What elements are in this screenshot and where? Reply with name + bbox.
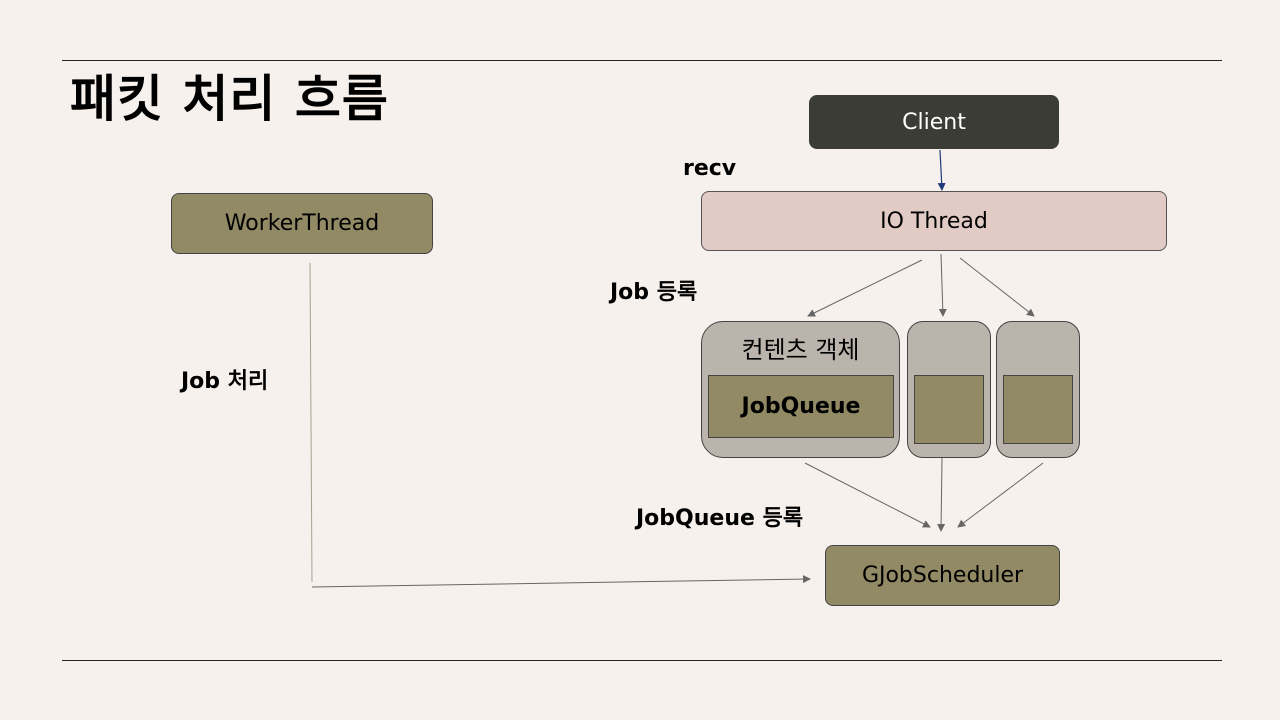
scheduler-node: GJobScheduler bbox=[825, 545, 1060, 606]
content-object-main: 컨텐츠 객체 JobQueue bbox=[701, 321, 900, 458]
arrow-io-to-content-3 bbox=[959, 257, 1035, 317]
job-queue-2 bbox=[914, 375, 984, 444]
arrow-content-3-to-scheduler bbox=[957, 462, 1044, 528]
content-object-3 bbox=[996, 321, 1080, 458]
job-queue-3 bbox=[1003, 375, 1073, 444]
content-object-label: 컨텐츠 객체 bbox=[741, 336, 860, 364]
arrow-io-to-content-1 bbox=[807, 259, 923, 317]
io-thread-node: IO Thread bbox=[701, 191, 1167, 251]
jobqueue-register-label: JobQueue 등록 bbox=[636, 506, 804, 531]
arrow-io-to-content-2 bbox=[938, 253, 947, 317]
content-object-2 bbox=[907, 321, 991, 458]
job-queue-main: JobQueue bbox=[708, 375, 894, 438]
arrow-worker-to-scheduler-head bbox=[311, 575, 811, 588]
arrow-worker-to-scheduler bbox=[309, 262, 313, 583]
bottom-rule bbox=[62, 660, 1222, 661]
job-process-label: Job 처리 bbox=[181, 369, 269, 394]
arrow-content-1-to-scheduler bbox=[804, 462, 931, 528]
arrow-content-2-to-scheduler bbox=[937, 457, 946, 532]
recv-label: recv bbox=[683, 156, 737, 181]
top-rule bbox=[62, 60, 1222, 61]
client-node: Client bbox=[809, 95, 1059, 149]
arrow-client-to-io bbox=[937, 149, 946, 191]
job-register-label: Job 등록 bbox=[610, 280, 698, 305]
worker-thread-node: WorkerThread bbox=[171, 193, 433, 254]
slide-title: 패킷 처리 흐름 bbox=[70, 70, 389, 128]
